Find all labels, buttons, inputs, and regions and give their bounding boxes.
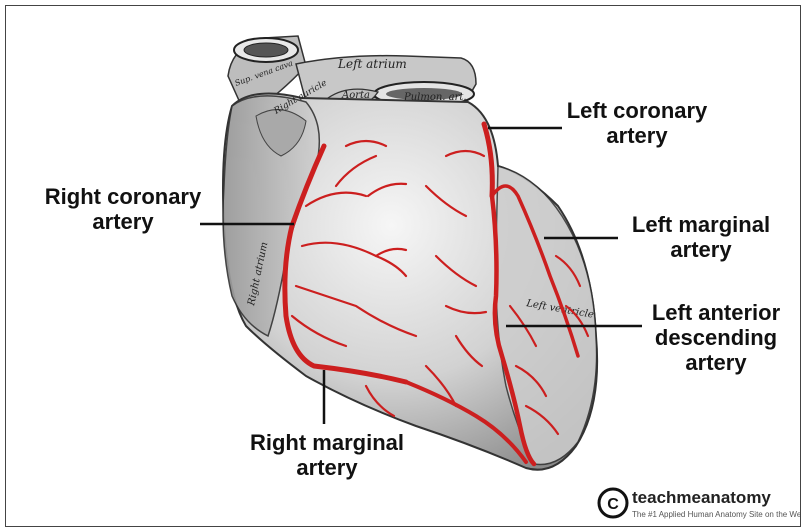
copyright-icon: C xyxy=(596,486,630,520)
brand-tagline: The #1 Applied Human Anatomy Site on the… xyxy=(632,510,801,519)
label-line: artery xyxy=(38,209,208,234)
label-left-anterior-descending-artery: Left anterior descending artery xyxy=(636,300,796,375)
label-line: artery xyxy=(616,237,786,262)
label-right-coronary-artery: Right coronary artery xyxy=(38,184,208,234)
label-line: Left coronary xyxy=(562,98,712,123)
label-line: Right marginal xyxy=(242,430,412,455)
vessel-label-pulmonary-artery: Pulmon. art. xyxy=(403,92,467,103)
label-line: Left anterior xyxy=(636,300,796,325)
label-line: artery xyxy=(636,350,796,375)
label-left-marginal-artery: Left marginal artery xyxy=(616,212,786,262)
vessel-label-aorta: Aorta xyxy=(341,90,370,101)
label-line: descending xyxy=(636,325,796,350)
diagram-frame: Left atrium Aorta Pulmon. art. Sup. vena… xyxy=(5,5,801,527)
brand-name: teachmeanatomy xyxy=(632,488,771,508)
brand-logo: C teachmeanatomy The #1 Applied Human An… xyxy=(596,486,796,526)
label-line: artery xyxy=(242,455,412,480)
label-line: artery xyxy=(562,123,712,148)
vessel-label-left-atrium: Left atrium xyxy=(337,57,407,71)
label-right-marginal-artery: Right marginal artery xyxy=(242,430,412,480)
svg-text:C: C xyxy=(607,496,619,513)
label-left-coronary-artery: Left coronary artery xyxy=(562,98,712,148)
label-line: Left marginal xyxy=(616,212,786,237)
label-line: Right coronary xyxy=(38,184,208,209)
